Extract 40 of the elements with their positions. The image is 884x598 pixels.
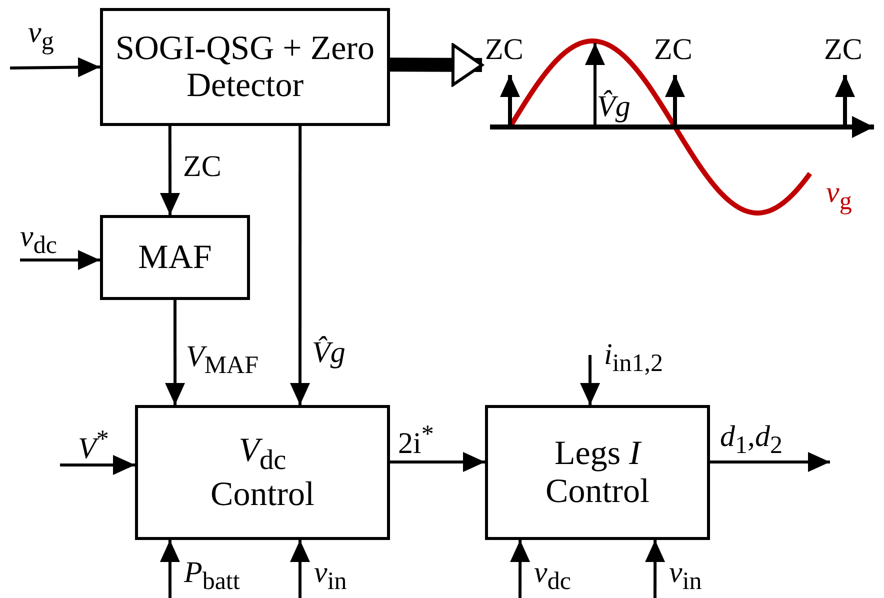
arrow <box>160 126 180 215</box>
block-label: MAF <box>138 238 212 276</box>
edge-label: d$_{1}$,d$_{2}$ <box>720 422 782 458</box>
arrow <box>160 540 180 598</box>
edge-label: v$_{g}$ <box>28 18 54 54</box>
edge-label: v$_{dc}$ <box>534 558 571 594</box>
waveform-label: ZC <box>654 35 692 65</box>
edge-label: V̂g <box>312 338 346 368</box>
arrow <box>290 126 310 405</box>
waveform-label: v$_{g}$ <box>826 178 852 214</box>
block-label: V$_{dc}$ Control <box>210 432 316 514</box>
waveform-label: V̂g <box>597 92 630 122</box>
arrow <box>390 452 485 472</box>
edge-label: ZC <box>183 152 222 182</box>
arrow <box>10 57 100 78</box>
arrow <box>290 540 310 598</box>
edge-label: v$_{dc}$ <box>20 222 57 258</box>
arrow <box>165 300 186 405</box>
arrow <box>710 452 830 472</box>
edge-label: V$_{MAF}$ <box>186 342 259 378</box>
waveform-label: ZC <box>485 35 524 65</box>
edge-label: v$_{in}$ <box>669 558 702 594</box>
process-block <box>100 215 250 300</box>
arrow <box>645 540 666 598</box>
process-block <box>485 405 710 540</box>
process-block <box>135 405 390 540</box>
arrow <box>580 355 600 405</box>
arrow <box>60 454 135 475</box>
block-label: SOGI-QSG + Zero Detector <box>114 30 376 104</box>
edge-label: V$^{*}$ <box>78 427 109 464</box>
waveform-label: ZC <box>824 35 862 65</box>
arrow <box>20 250 100 270</box>
hollow-arrow <box>390 43 484 86</box>
edge-label: i$_{in1,2}$ <box>604 340 664 376</box>
block-label: Legs I Control <box>544 435 650 510</box>
edge-label: v$_{in}$ <box>314 558 347 594</box>
process-block <box>100 8 390 126</box>
arrow <box>510 540 530 598</box>
edge-label: 2i$^{*}$ <box>398 422 434 459</box>
edge-label: P$_{batt}$ <box>184 558 240 594</box>
